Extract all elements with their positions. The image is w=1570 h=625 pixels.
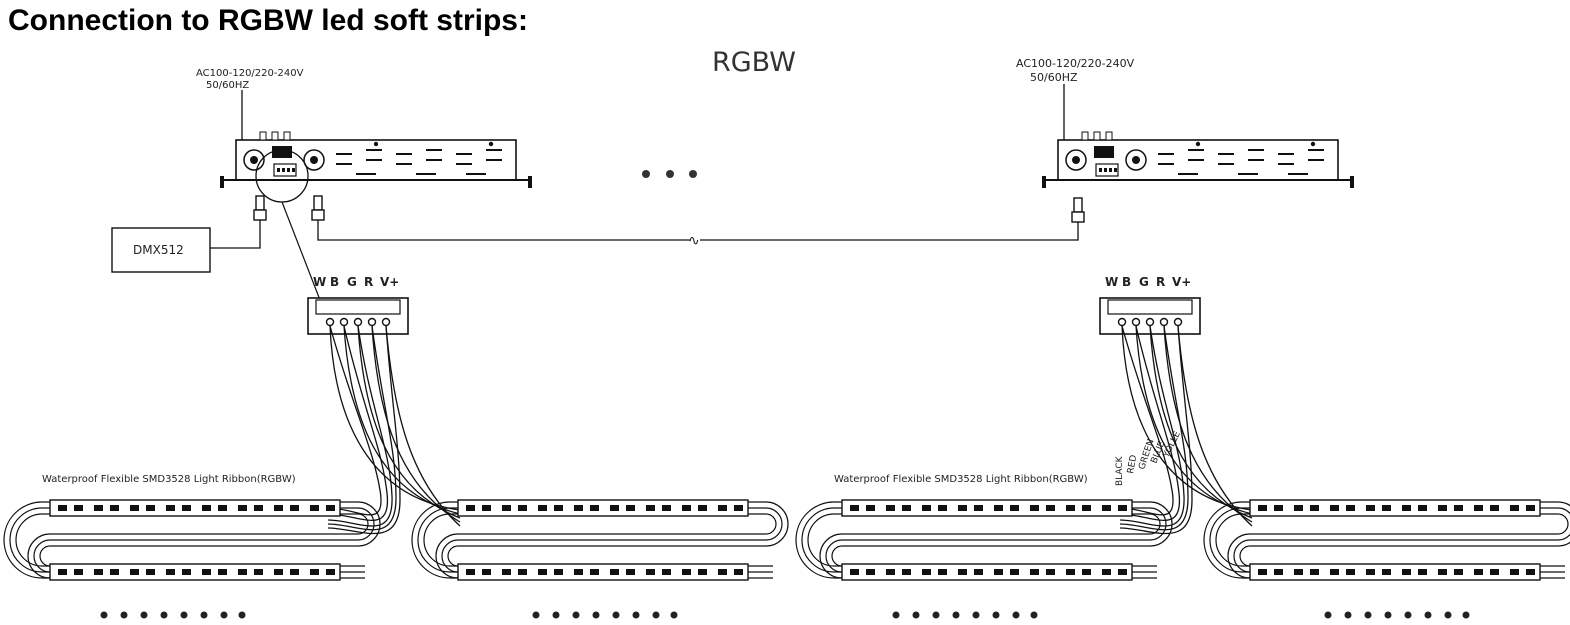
terminal-label-g-right: G (1139, 275, 1149, 289)
xlr-plug-left-out (311, 195, 325, 221)
mode-label: RGBW (712, 47, 796, 78)
controller-right: AC100-120/220-240V 50/60HZ (1016, 57, 1355, 223)
terminal-label-r-right: R (1156, 275, 1165, 289)
wiring-right: W B G R V+ BLACK RED GREEN BLUE YOLLE Wa… (796, 275, 1570, 619)
wire-color-black: BLACK (1115, 455, 1125, 486)
ribbon-loop-left-a (4, 500, 380, 580)
controller-unit-right (1041, 131, 1355, 189)
terminal-label-v-left: V+ (380, 275, 399, 289)
more-controllers-dots (642, 170, 697, 178)
ribbon-loop-right-b (1204, 500, 1570, 580)
terminal-label-v-right: V+ (1172, 275, 1191, 289)
xlr-plug-right-in (1071, 197, 1085, 223)
more-strips-dots-left (100, 611, 678, 619)
ribbon-loop-right-a (796, 500, 1172, 580)
wiring-left: W B G R V+ Waterproof Flexible SMD3528 L… (4, 275, 788, 619)
controller-left: AC100-120/220-240V 50/60HZ DMX512 (111, 68, 533, 301)
controller-unit-left (219, 131, 533, 189)
terminal-label-g-left: G (347, 275, 357, 289)
dmx512-label: DMX512 (133, 243, 184, 257)
terminal-label-b-left: B (330, 275, 339, 289)
more-strips-dots-right (892, 611, 1470, 619)
xlr-plug-left-in (253, 195, 267, 221)
ribbon-loop-left-b (412, 500, 788, 580)
wire-color-red: RED (1126, 454, 1139, 474)
ribbon-label-left: Waterproof Flexible SMD3528 Light Ribbon… (42, 474, 296, 485)
terminal-label-b-right: B (1122, 275, 1131, 289)
terminal-label-r-left: R (364, 275, 373, 289)
power-label-right-line2: 50/60HZ (1030, 71, 1078, 84)
ribbon-label-right: Waterproof Flexible SMD3528 Light Ribbon… (834, 474, 1088, 485)
power-label-left-line1: AC100-120/220-240V (196, 68, 304, 79)
dmx512-box (111, 227, 211, 273)
dmx-chain-cable: ∿ (317, 220, 1079, 249)
terminal-label-w-right: W (1105, 275, 1118, 289)
power-label-left-line2: 50/60HZ (206, 80, 249, 91)
power-label-right-line1: AC100-120/220-240V (1016, 57, 1135, 70)
terminal-label-w-left: W (313, 275, 326, 289)
cable-break-mark: ∿ (688, 233, 700, 249)
page-title: Connection to RGBW led soft strips: (8, 4, 528, 37)
